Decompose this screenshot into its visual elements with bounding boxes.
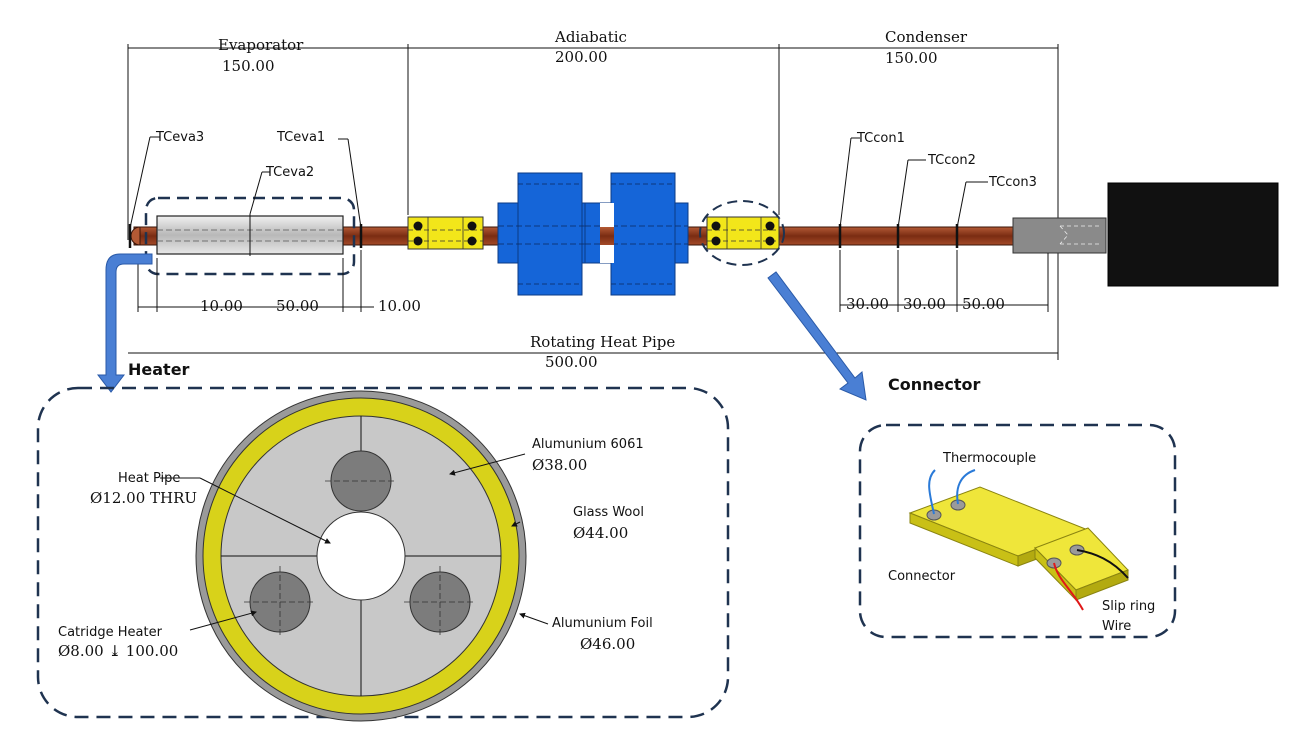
heat-pipe-spec: Ø12.00 THRU	[90, 489, 197, 507]
wire-label: Wire	[1102, 619, 1131, 634]
glass-wool-label: Glass Wool	[573, 505, 644, 520]
slip-ring-wire-black	[1076, 549, 1129, 579]
aluminium-foil-spec: Ø46.00	[580, 635, 635, 653]
slip-ring-wire-red	[1053, 562, 1084, 611]
spacing-label: 30.00	[846, 295, 889, 313]
total-length: 500.00	[545, 353, 598, 371]
section-condenser-length: 150.00	[885, 49, 938, 67]
tc-label: TCcon3	[988, 175, 1037, 190]
section-condenser-name: Condenser	[885, 28, 968, 46]
slip-ring-label: Slip ring	[1102, 599, 1155, 614]
heater-callout-arrow	[96, 253, 153, 393]
connector-title: Connector	[888, 375, 980, 394]
spacing-label: 10.00	[378, 297, 421, 315]
section-evaporator-length: 150.00	[222, 57, 275, 75]
total-name: Rotating Heat Pipe	[530, 333, 675, 351]
tc-label: TCeva3	[155, 130, 204, 145]
cartridge-heater-spec: Ø8.00 ⤓ 100.00	[58, 642, 178, 660]
shaft-coupling	[1012, 217, 1107, 254]
heat-pipe-hole	[316, 511, 406, 601]
cartridge-heater-holes	[244, 450, 476, 638]
tc-label: TCeva2	[265, 165, 314, 180]
pipe-end-cap	[130, 226, 141, 246]
motor	[1107, 182, 1279, 287]
section-dimensions: Evaporator 150.00 Adiabatic 200.00 Conde…	[127, 28, 1059, 360]
spacing-label: 50.00	[276, 297, 319, 315]
tc-label: TCcon1	[856, 131, 905, 146]
section-adiabatic-name: Adiabatic	[554, 28, 627, 46]
glass-wool-spec: Ø44.00	[573, 524, 628, 542]
spacing-label: 10.00	[200, 297, 243, 315]
aluminium-6061-spec: Ø38.00	[532, 456, 587, 474]
connector-callout-arrow	[767, 271, 867, 401]
section-adiabatic-length: 200.00	[555, 48, 608, 66]
connector-dashed-ellipse	[699, 200, 785, 266]
spacing-dimensions: 10.00 50.00 10.00 30.00 30.00 50.00 Rota…	[128, 250, 1058, 371]
heater-dashed-box	[144, 196, 356, 276]
thermocouple-wire	[928, 469, 976, 515]
connector-detail-box	[858, 423, 1177, 639]
section-evaporator-name: Evaporator	[218, 36, 304, 54]
tc-label: TCeva1	[276, 130, 325, 145]
heat-pipe-label: Heat Pipe	[118, 471, 180, 486]
connector-label: Connector	[888, 569, 956, 584]
spacing-label: 30.00	[903, 295, 946, 313]
tc-label: TCcon2	[927, 153, 976, 168]
thermocouple-label: Thermocouple	[942, 451, 1036, 466]
cartridge-heater-label: Catridge Heater	[58, 625, 163, 640]
heater-detail: Heater Heat Pipe Ø12.00 THRU Catridge He…	[36, 360, 730, 722]
heater-title: Heater	[128, 360, 190, 379]
fan-right	[584, 172, 689, 296]
heat-pipe-assembly	[128, 172, 1279, 296]
spacing-label: 50.00	[962, 295, 1005, 313]
connector-detail: Connector Thermocouple Connector Slip ri…	[858, 375, 1177, 639]
aluminium-6061-label: Alumunium 6061	[532, 437, 644, 452]
thermocouple-labels: TCeva3 TCeva1 TCeva2 TCcon1 TCcon2 TCcon…	[129, 130, 1037, 229]
aluminium-foil-label: Alumunium Foil	[552, 616, 653, 631]
connector-block	[908, 486, 1129, 602]
